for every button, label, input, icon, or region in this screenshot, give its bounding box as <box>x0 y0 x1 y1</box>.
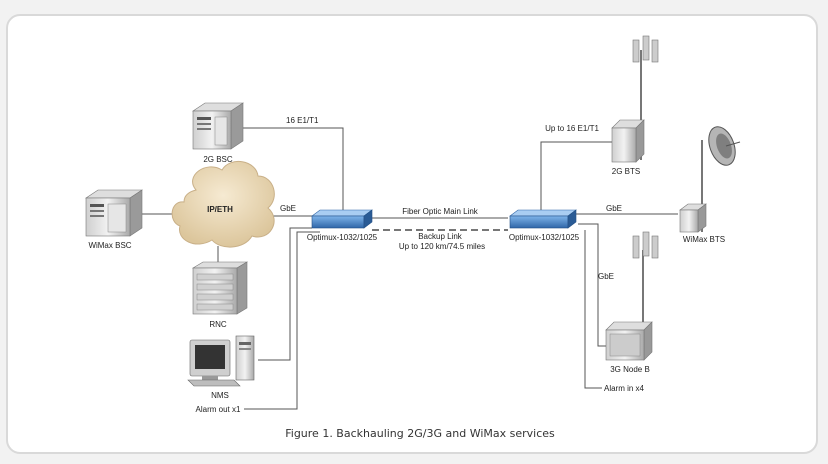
label-gbe-nodeb: GbE <box>598 272 614 281</box>
label-node-b: 3G Node B <box>610 365 650 374</box>
wimax-bts-tower <box>679 126 741 233</box>
label-alarm-in: Alarm in x4 <box>604 384 645 393</box>
link-alarm-out <box>244 231 320 410</box>
label-2g-bts: 2G BTS <box>612 167 640 176</box>
link-bsc-e1 <box>243 127 344 212</box>
node-b-tower <box>605 231 659 361</box>
link-alarm-in <box>584 230 602 389</box>
labels: 2G BSC 16 E1/T1 IP/ETH GbE WiMax BSC RNC… <box>88 116 725 414</box>
optimux-left-device <box>311 209 373 229</box>
label-optimux-right: Optimux-1032/1025 <box>509 233 580 242</box>
link-nms <box>258 227 312 361</box>
label-gbe-left: GbE <box>280 204 296 213</box>
figure-frame <box>6 14 818 454</box>
wimax-bsc-server <box>85 189 143 237</box>
label-gbe-right: GbE <box>606 204 622 213</box>
optimux-right-device <box>509 209 577 229</box>
label-optimux-left: Optimux-1032/1025 <box>307 233 378 242</box>
label-fiber-main: Fiber Optic Main Link <box>402 207 479 216</box>
label-e1-right: Up to 16 E1/T1 <box>545 124 599 133</box>
label-2g-bsc: 2G BSC <box>203 155 233 164</box>
label-alarm-out: Alarm out x1 <box>196 405 241 414</box>
label-e1-left: 16 E1/T1 <box>286 116 319 125</box>
label-nms: NMS <box>211 391 229 400</box>
label-wimax-bts: WiMax BTS <box>683 235 725 244</box>
label-ip-eth: IP/ETH <box>207 205 233 214</box>
figure-caption: Figure 1. Backhauling 2G/3G and WiMax se… <box>285 427 555 440</box>
rnc-server <box>191 261 249 315</box>
bts-2g-tower <box>611 35 659 163</box>
label-wimax-bsc: WiMax BSC <box>88 241 131 250</box>
link-nodeb <box>578 223 606 347</box>
label-backup-link: Backup Link <box>418 232 463 241</box>
ip-eth-cloud <box>171 161 275 248</box>
label-range: Up to 120 km/74.5 miles <box>399 242 485 251</box>
bsc-2g-server <box>192 102 244 150</box>
connections <box>142 127 678 410</box>
label-rnc: RNC <box>209 320 227 329</box>
nms-computer <box>187 335 255 387</box>
link-bts-e1 <box>540 141 612 212</box>
